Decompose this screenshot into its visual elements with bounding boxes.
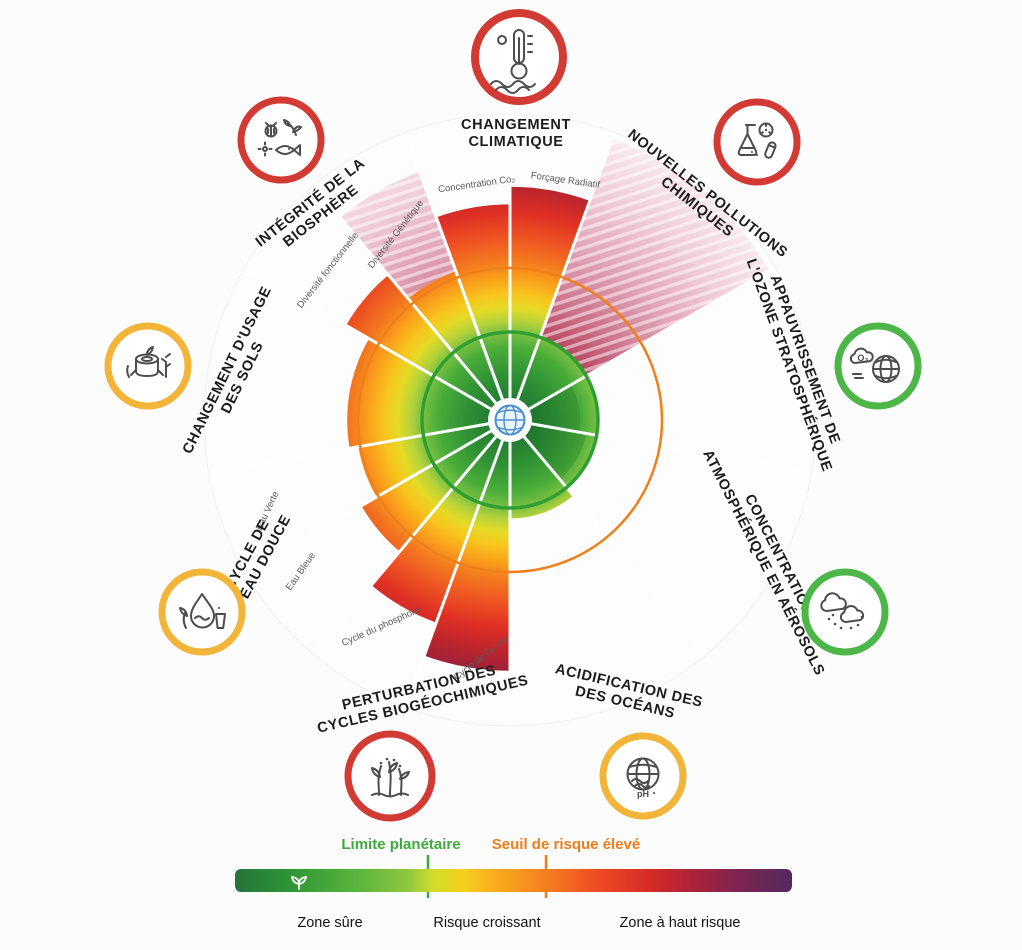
legend-zone-increasing-label: Risque croissant <box>433 915 540 931</box>
ozone-symbol-text: O₃ <box>857 353 868 363</box>
legend-zone-safe-label: Zone sûre <box>297 915 362 931</box>
legend-planetary-boundary-label: Limite planétaire <box>341 836 460 853</box>
wedge-aerosols <box>510 420 587 480</box>
ph-symbol-text: pH <box>637 789 649 799</box>
ozone-depletion-icon: O₃ <box>834 322 922 410</box>
wedge-phosphorus <box>371 420 510 623</box>
novel-chemicals-icon <box>713 98 801 186</box>
legend-high-risk-threshold-label: Seuil de risque élevé <box>492 836 640 853</box>
risk-gradient-bar <box>235 869 792 892</box>
wedge-green_water <box>358 420 510 497</box>
planetary-boundary-circle <box>420 330 600 510</box>
wedge-land_use <box>347 338 510 449</box>
ocean-acidification-icon: pH <box>599 732 687 820</box>
freshwater-cycle-icon <box>158 568 246 656</box>
wedge-novel <box>510 337 587 420</box>
biosphere-integrity-icon <box>237 96 325 184</box>
wedge-genetic <box>408 271 510 420</box>
climate-change-icon <box>471 9 567 105</box>
legend-zone-high-label: Zone à haut risque <box>620 915 741 931</box>
high-risk-threshold-circle <box>356 266 664 574</box>
land-use-change-icon <box>104 322 192 410</box>
boundary-icons: O₃ <box>104 9 922 822</box>
wedge-functional <box>346 275 510 420</box>
legend: Limite planétaire Seuil de risque élevé … <box>235 836 792 931</box>
center-globe-icon <box>488 398 532 442</box>
aerosol-loading-icon <box>801 568 889 656</box>
sector-dividers <box>211 116 809 724</box>
biogeochemical-flows-icon <box>344 730 436 822</box>
sprout-icon <box>290 875 308 890</box>
wedge-blue_water <box>361 420 510 552</box>
